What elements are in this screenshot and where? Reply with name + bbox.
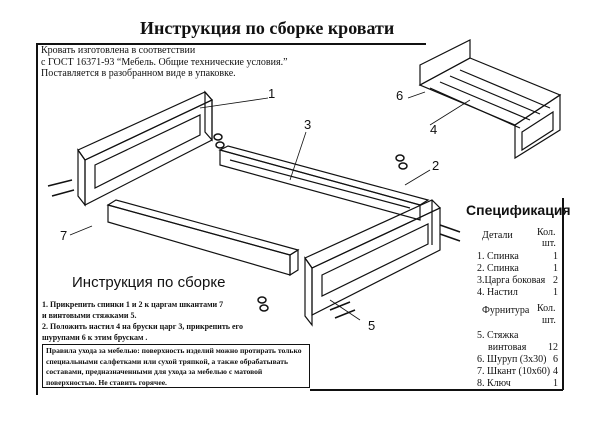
step-line: 1. Прикрепить спинки 1 и 2 к царгам шкан… <box>42 300 224 309</box>
spec-hardware-row: 6. Шуруп (3х30) <box>477 354 547 365</box>
callout-1: 1 <box>268 86 276 101</box>
callout-4: 4 <box>430 122 438 137</box>
intro-line: с ГОСТ 16371-93 “Мебель. Общие техническ… <box>41 56 288 68</box>
frame-bottom-line <box>310 389 563 391</box>
spec-qty-unit: шт. <box>542 238 556 249</box>
intro-text: Кровать изготовлена в соответствии с ГОС… <box>41 45 288 80</box>
care-line: составами, предназначенными для ухода за… <box>46 367 263 376</box>
step-line: 2. Положить настил 4 на бруски царг 3, п… <box>42 322 243 331</box>
care-line: поверхностью. Не ставить горячее. <box>46 377 167 387</box>
spec-part-qty: 1 <box>553 287 558 298</box>
spec-hardware-row: винтовая <box>488 342 527 353</box>
side-rail-front <box>106 199 300 277</box>
spec-qty-header: Кол. <box>537 303 556 314</box>
spec-qty-unit: шт. <box>542 315 556 326</box>
assembly-steps: 1. Прикрепить спинки 1 и 2 к царгам шкан… <box>42 299 243 343</box>
spec-hardware-qty: 12 <box>548 342 558 353</box>
spec-part-qty: 1 <box>553 263 558 274</box>
assembly-title: Инструкция по сборке <box>72 274 226 291</box>
spec-qty-header: Кол. <box>537 227 556 238</box>
leader-lines <box>69 91 471 321</box>
document-title: Инструкция по сборке кровати <box>140 18 395 38</box>
spec-parts-header: Детали <box>482 230 513 241</box>
headboard-part-1 <box>77 90 213 207</box>
spec-hardware-qty: 4 <box>553 366 558 377</box>
spec-hardware-header: Фурнитура <box>482 305 530 316</box>
callout-6: 6 <box>396 88 404 103</box>
spec-part-qty: 2 <box>553 275 558 286</box>
care-instructions-box: Правила ухода за мебелью: поверхность из… <box>42 344 310 388</box>
callout-5: 5 <box>368 318 376 333</box>
spec-hardware-row: 5. Стяжка <box>477 330 519 341</box>
screws <box>47 133 461 319</box>
spec-hardware-row: 8. Ключ <box>477 378 511 389</box>
frame-left-line <box>36 43 38 395</box>
spec-hardware-qty: 6 <box>553 354 558 365</box>
spec-part-qty: 1 <box>553 251 558 262</box>
spec-part-row: 4. Настил <box>477 287 518 298</box>
spec-hardware-qty: 1 <box>553 378 558 389</box>
callout-7: 7 <box>60 228 68 243</box>
care-line: специальными салфетками или сухой тряпко… <box>46 356 289 366</box>
spec-part-row: 1. Спинка <box>477 251 519 262</box>
step-line: и винтовыми стяжками 5. <box>42 311 137 320</box>
assembled-bed-thumbnail <box>418 39 562 160</box>
frame-top-line <box>36 43 426 45</box>
spec-right-line <box>562 198 564 390</box>
footboard-part-2 <box>304 199 442 327</box>
intro-line: Поставляется в разобранном виде в упаков… <box>41 68 236 79</box>
spec-part-row: 2. Спинка <box>477 263 519 274</box>
intro-line: Кровать изготовлена в соответствии <box>41 45 196 56</box>
callout-2: 2 <box>432 158 440 173</box>
spec-part-row: 3.Царга боковая <box>477 275 546 286</box>
spec-title: Спецификация <box>466 202 571 218</box>
care-line: Правила ухода за мебелью: поверхность из… <box>46 346 302 355</box>
spec-hardware-row: 7. Шкант (10х60) <box>477 366 551 377</box>
side-rail-part-3 <box>218 145 430 221</box>
callout-3: 3 <box>304 117 312 132</box>
step-line: шурупами 6 к этим брускам . <box>42 333 148 342</box>
